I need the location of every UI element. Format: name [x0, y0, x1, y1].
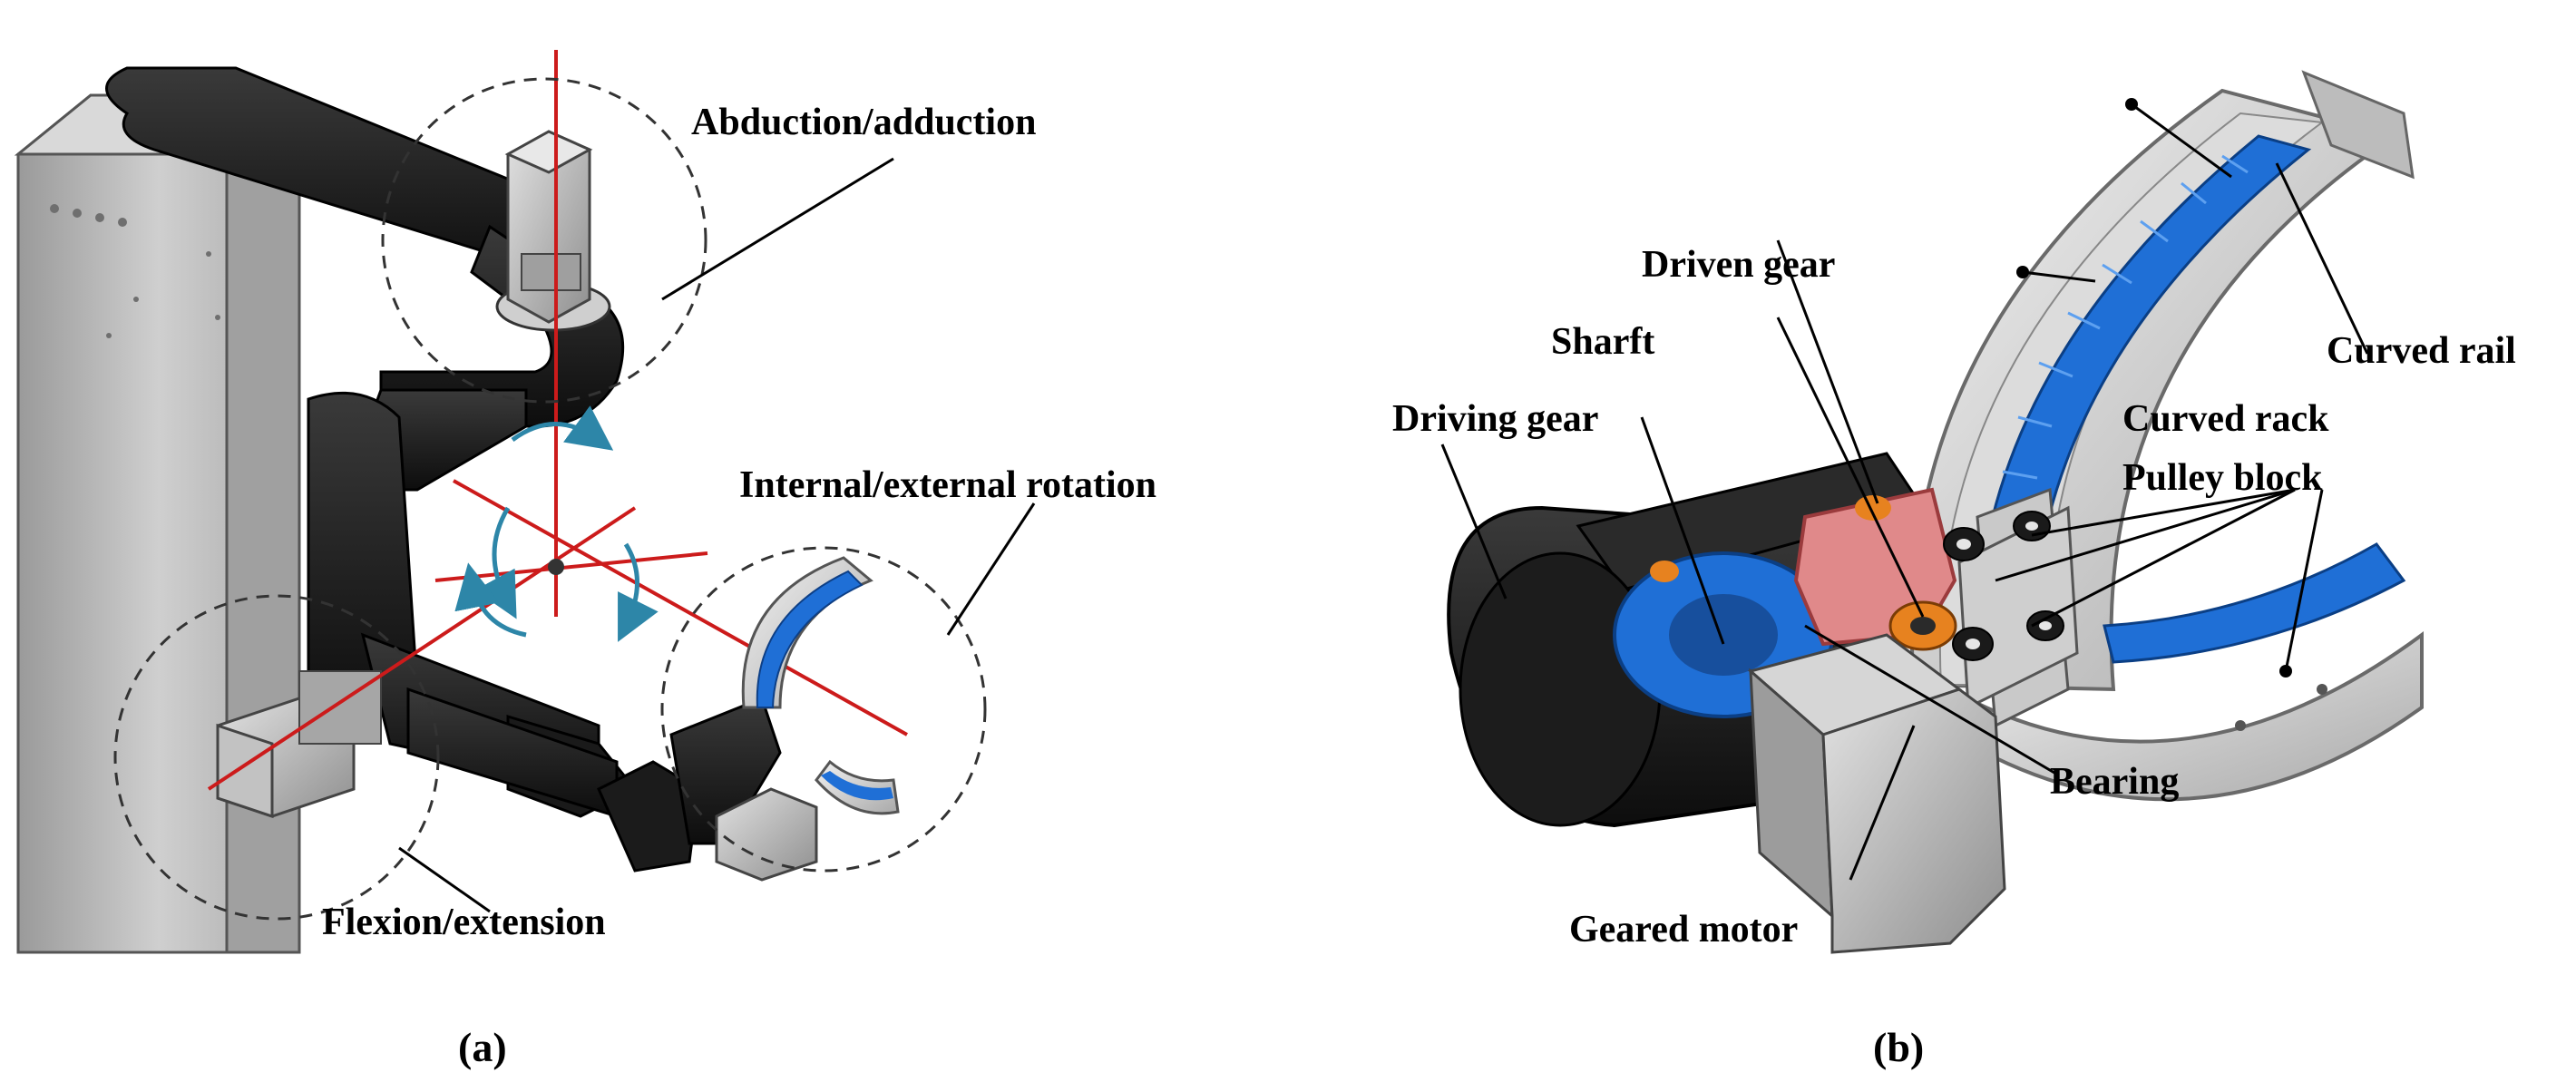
label-curved-rail: Curved rail	[2327, 330, 2516, 372]
shaft-bearing	[1888, 600, 1957, 651]
label-bearing: Bearing	[2050, 761, 2179, 803]
leader-dots	[2016, 98, 2292, 678]
rotation-arrows	[454, 405, 659, 642]
label-driving-gear: Driving gear	[1392, 398, 1598, 440]
label-sharft: Sharft	[1551, 321, 1654, 363]
abduction-motor	[504, 130, 593, 324]
support-column	[14, 93, 304, 954]
caption-a: (a)	[458, 1024, 507, 1070]
pulley-block	[1943, 505, 2079, 710]
label-internal-rotation: Internal/external rotation	[739, 464, 1156, 506]
axes-origin	[548, 559, 564, 575]
label-curved-rack: Curved rack	[2122, 398, 2329, 440]
panel-b: Driven gear Sharft Driving gear Curved r…	[1392, 70, 2516, 1070]
small-curved-rail	[741, 556, 900, 815]
caption-b: (b)	[1873, 1024, 1924, 1070]
label-flexion: Flexion/extension	[322, 902, 606, 943]
lower-rail-arc	[1947, 542, 2424, 802]
forearm-link	[406, 687, 818, 882]
leader-lines	[398, 157, 1036, 913]
leader-lines-b	[1440, 102, 2369, 881]
geared-motor	[1747, 633, 2006, 954]
flexion-motor	[216, 670, 382, 819]
label-pulley-block: Pulley block	[2122, 457, 2323, 499]
label-geared-motor: Geared motor	[1569, 909, 1798, 951]
highlight-circles	[113, 77, 987, 921]
label-abduction: Abduction/adduction	[691, 102, 1036, 143]
panel-a: Abduction/adduction Internal/external ro…	[14, 50, 1156, 1070]
label-driven-gear: Driven gear	[1642, 244, 1835, 286]
